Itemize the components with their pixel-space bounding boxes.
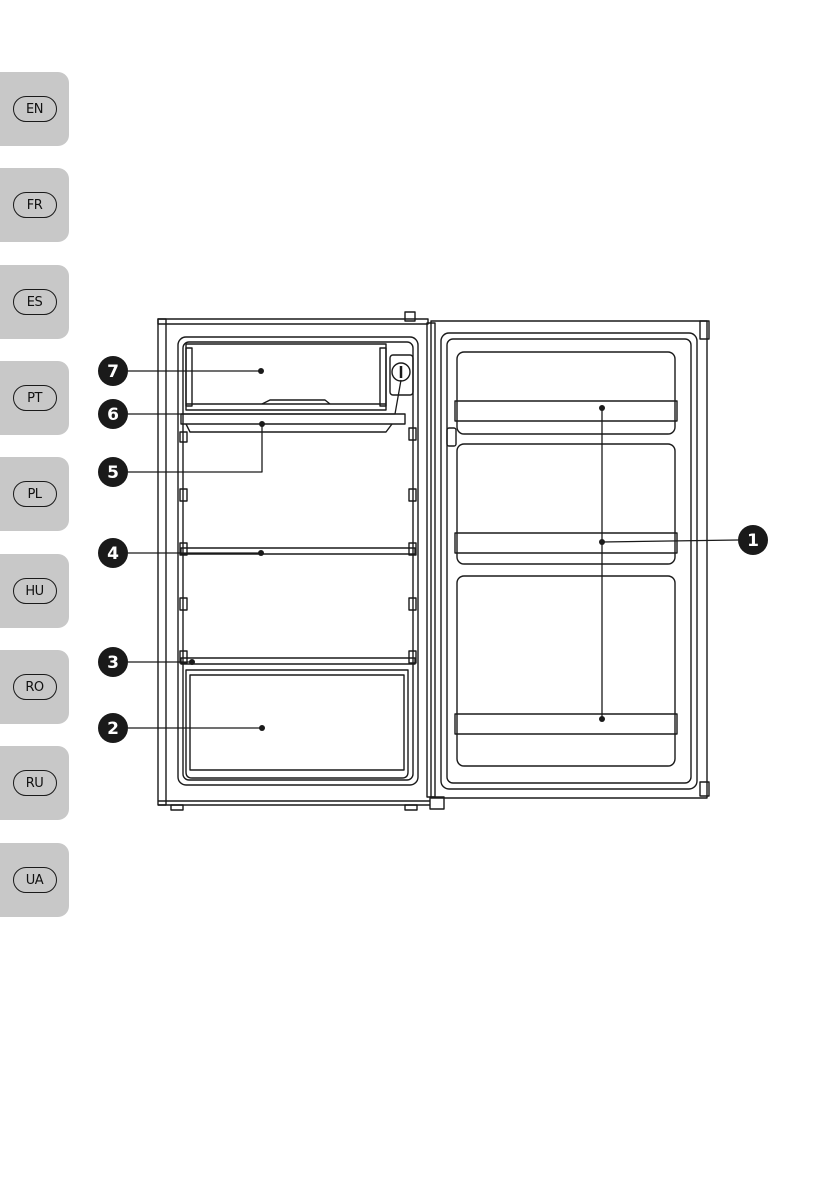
drip-tray [181, 414, 405, 432]
crisper-cover [181, 658, 415, 664]
door-bin-middle [455, 533, 677, 553]
callout-1: 1 [738, 525, 768, 555]
dot-2 [259, 725, 265, 731]
callout-4: 4 [98, 538, 128, 568]
shelf-rungs [180, 428, 416, 663]
callout-5: 5 [98, 457, 128, 487]
crisper-drawer [186, 670, 408, 778]
foot-left [171, 805, 183, 810]
cabinet-left-wall [158, 319, 166, 805]
callout-6: 6 [98, 399, 128, 429]
dot-1a [599, 405, 605, 411]
door-liner-inset [447, 339, 691, 783]
dot-4 [258, 550, 264, 556]
door-outer [431, 321, 707, 798]
callout-6-label: 6 [107, 405, 119, 425]
door-panel-top [457, 352, 675, 434]
door-latch [447, 428, 456, 446]
thermostat-dial [390, 355, 413, 395]
callout-3: 3 [98, 647, 128, 677]
door-panel-middle [457, 444, 675, 564]
callout-4-label: 4 [107, 544, 119, 564]
callout-5-label: 5 [107, 463, 119, 483]
callout-3-label: 3 [107, 653, 119, 673]
drip-tray-channel [186, 424, 392, 432]
dot-1c [599, 716, 605, 722]
fridge-door [427, 321, 709, 798]
callout-1-label: 1 [747, 531, 759, 551]
crisper-cover-panel [181, 658, 415, 664]
leader-dots [189, 368, 605, 731]
dot-7 [258, 368, 264, 374]
freezer-side-right [380, 348, 386, 406]
drip-tray-plate [181, 414, 405, 424]
leader-1-horizontal [602, 540, 738, 542]
callout-2: 2 [98, 713, 128, 743]
freezer-compartment [186, 344, 386, 410]
freezer-side-left [186, 348, 192, 406]
foot-right [405, 805, 417, 810]
door-panel-bottom [457, 576, 675, 766]
cabinet-top-rail [158, 319, 428, 324]
crisper-drawer-body [186, 670, 408, 778]
callout-7: 7 [98, 356, 128, 386]
dot-5 [259, 421, 265, 427]
fridge-cabinet [158, 312, 444, 810]
callout-7-label: 7 [107, 362, 119, 382]
cabinet-inner-liner-inset [183, 342, 413, 780]
dot-1b [599, 539, 605, 545]
callout-2-label: 2 [107, 719, 119, 739]
door-bin-bottom [455, 714, 677, 734]
dot-3 [189, 659, 195, 665]
door-bin-top [455, 401, 677, 421]
leader-6 [128, 380, 401, 414]
bottom-hinge [430, 797, 444, 809]
crisper-drawer-inner [190, 675, 404, 770]
leader-5 [128, 424, 262, 472]
